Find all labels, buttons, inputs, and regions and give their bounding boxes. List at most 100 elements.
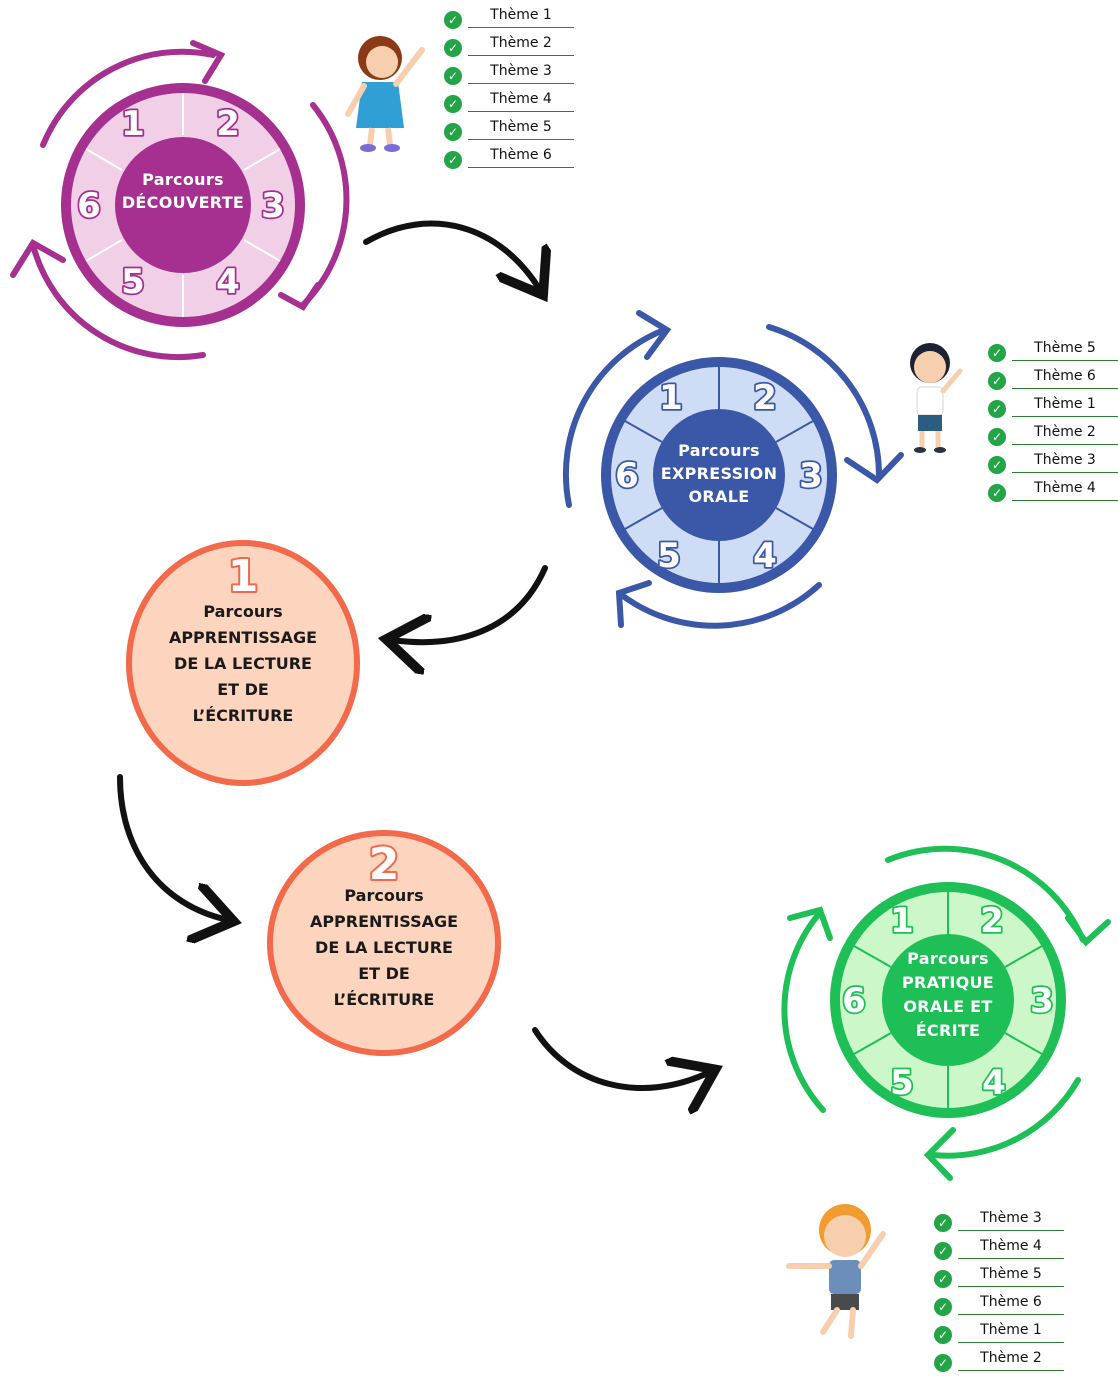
theme-item: ✓ Thème 3 <box>444 61 574 89</box>
theme-label: Thème 6 <box>468 145 574 168</box>
cycle-arrows <box>562 310 904 629</box>
cycle-arrows <box>781 845 1111 1181</box>
segment-number: 5 <box>890 1063 914 1103</box>
segment-number: 3 <box>261 186 285 226</box>
theme-label: Thème 4 <box>958 1236 1064 1259</box>
theme-item: ✓ Thème 6 <box>988 366 1118 394</box>
check-circle-icon: ✓ <box>988 372 1006 390</box>
theme-item: ✓ Thème 4 <box>988 478 1118 506</box>
segment-number: 6 <box>77 186 101 226</box>
check-circle-icon: ✓ <box>988 400 1006 418</box>
theme-label: Thème 1 <box>468 5 574 28</box>
lecture-number: 2 <box>369 839 400 890</box>
check-circle-icon: ✓ <box>934 1298 952 1316</box>
theme-label: Thème 3 <box>468 61 574 84</box>
wheel-title-line: PRATIQUE <box>902 973 994 992</box>
lecture-number: 1 <box>228 551 259 602</box>
theme-item: ✓Thème 1 <box>444 5 574 33</box>
curved-arrow-icon <box>392 565 548 642</box>
theme-label: Thème 4 <box>1012 478 1118 501</box>
check-circle-icon: ✓ <box>934 1326 952 1344</box>
segment-number: 2 <box>980 901 1004 941</box>
lecture-line: ET DE <box>358 964 410 983</box>
segment-number: 1 <box>890 901 914 941</box>
segment-number: 3 <box>799 456 823 496</box>
theme-item: ✓ Thème 2 <box>934 1348 1064 1376</box>
boy-waving-illustration <box>910 343 963 453</box>
segment-number: 2 <box>216 104 240 144</box>
theme-label: Thème 3 <box>1012 450 1118 473</box>
theme-item: ✓ Thème 6 <box>444 145 574 173</box>
theme-label: Thème 5 <box>958 1264 1064 1287</box>
boy-jumping-illustration <box>786 1204 886 1339</box>
check-circle-icon: ✓ <box>444 123 462 141</box>
check-circle-icon: ✓ <box>934 1354 952 1372</box>
theme-label: Thème 5 <box>1012 338 1118 361</box>
wheel-title-line: DÉCOUVERTE <box>122 193 244 212</box>
wheel-title-line: ORALE ET <box>903 997 992 1016</box>
check-circle-icon: ✓ <box>988 456 1006 474</box>
theme-label: Thème 1 <box>1012 394 1118 417</box>
lecture-line: L’ÉCRITURE <box>334 990 435 1009</box>
segment-number: 5 <box>121 262 145 302</box>
segment-number: 3 <box>1030 981 1054 1021</box>
segment-number: 4 <box>982 1063 1006 1103</box>
wheel-title-line: ORALE <box>689 487 750 506</box>
theme-label: Thème 2 <box>1012 422 1118 445</box>
lecture-line: APPRENTISSAGE <box>310 912 458 931</box>
lecture-line: ET DE <box>217 680 269 699</box>
check-circle-icon: ✓ <box>444 95 462 113</box>
check-circle-icon: ✓ <box>444 67 462 85</box>
theme-list-decouverte: ✓Thème 1 ✓Thème 2 ✓Thème 3 ✓Thème 4 ✓Thè… <box>444 5 574 173</box>
cycle-arrows <box>10 40 350 361</box>
theme-item: ✓ Thème 2 <box>988 422 1118 450</box>
lecture-circle-2: 2 Parcours APPRENTISSAGE DE LA LECTURE E… <box>267 830 501 1056</box>
segment-number: 4 <box>753 536 777 576</box>
wheel-expression-orale: 1 2 3 4 5 6 Parcours EXPRESSION ORALE <box>562 310 904 629</box>
check-circle-icon: ✓ <box>988 428 1006 446</box>
curved-arrow-icon <box>117 774 228 920</box>
segment-number: 6 <box>615 456 639 496</box>
theme-label: Thème 4 <box>468 89 574 112</box>
lecture-line: Parcours <box>203 602 282 621</box>
check-circle-icon: ✓ <box>934 1242 952 1260</box>
theme-label: Thème 2 <box>468 33 574 56</box>
wheel-title-line: Parcours <box>678 441 760 460</box>
theme-label: Thème 6 <box>1012 366 1118 389</box>
theme-item: ✓ Thème 3 <box>934 1208 1064 1236</box>
theme-item: ✓ Thème 4 <box>444 89 574 117</box>
segment-number: 5 <box>657 536 681 576</box>
wheel-title-line: Parcours <box>907 949 989 968</box>
segment-number: 1 <box>121 104 145 144</box>
lecture-line: DE LA LECTURE <box>315 938 453 957</box>
check-circle-icon: ✓ <box>988 344 1006 362</box>
girl-writing-illustration <box>345 36 425 152</box>
theme-label: Thème 2 <box>958 1348 1064 1371</box>
check-circle-icon: ✓ <box>988 484 1006 502</box>
theme-list-expression-orale: ✓ Thème 5 ✓ Thème 6 ✓ Thème 1 ✓ Thème 2 ✓ Thè… <box>988 338 1118 506</box>
theme-item: ✓ Thème 1 <box>988 394 1118 422</box>
theme-label: Thème 6 <box>958 1292 1064 1315</box>
segment-number: 4 <box>216 262 240 302</box>
theme-item: ✓ Thème 6 <box>934 1292 1064 1320</box>
theme-list-pratique: ✓Thème 3 ✓Thème 4 ✓Thème 5 ✓Thème 6 ✓Thè… <box>934 1208 1064 1376</box>
lecture-line: Parcours <box>344 886 423 905</box>
lecture-line: DE LA LECTURE <box>174 654 312 673</box>
theme-label: Thème 3 <box>958 1208 1064 1231</box>
check-circle-icon: ✓ <box>444 151 462 169</box>
wheel-title-line: Parcours <box>142 170 224 189</box>
wheel-decouverte: 1 2 3 4 5 6 Parcours DÉCOUVERTE <box>10 40 350 361</box>
wheel-pratique-orale-ecrite: 1 2 3 4 5 6 Parcours PRATIQUE ORALE ET É… <box>781 845 1111 1181</box>
theme-label: Thème 1 <box>958 1320 1064 1343</box>
wheel-title-line: EXPRESSION <box>661 464 778 483</box>
theme-item: ✓Thème 5 <box>934 1264 1064 1292</box>
theme-item: ✓ Thème 3 <box>988 450 1118 478</box>
segment-number: 1 <box>659 378 683 418</box>
lecture-line: L’ÉCRITURE <box>193 706 294 725</box>
lecture-line: APPRENTISSAGE <box>169 628 317 647</box>
check-circle-icon: ✓ <box>934 1214 952 1232</box>
curved-arrow-icon <box>532 1027 710 1088</box>
check-circle-icon: ✓ <box>444 39 462 57</box>
theme-item: ✓ Thème 5 <box>988 338 1118 366</box>
